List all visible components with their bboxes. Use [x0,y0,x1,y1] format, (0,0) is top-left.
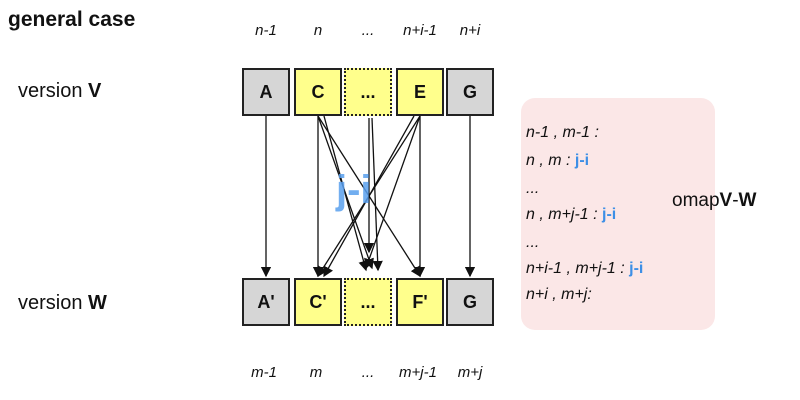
top-box-ellipsis: ... [344,68,392,116]
top-box-e: E [396,68,444,116]
version-v-prefix: version [18,80,89,102]
bottom-box-c-prime: C' [294,278,342,326]
panel-line-0: n-1 , m-1 : [526,124,599,141]
bottom-box-a-prime: A' [242,278,290,326]
top-index-4: n+i [459,22,481,39]
bottom-box-f-prime: F' [396,278,444,326]
panel-line-1: n , m : j-i [526,152,590,169]
top-index-1: n [313,22,323,39]
bottom-index-2: ... [361,364,375,381]
panel-line-3: n , m+j-1 : j-i [526,206,617,223]
arrow-e-2 [364,115,421,270]
omap-label: omapV-W [672,190,757,211]
panel-tag-5: j-i [629,260,644,277]
top-index-3: n+i-1 [403,22,437,39]
bottom-index-0: m-1 [251,364,277,381]
bottom-index-4: m+j [457,364,483,381]
top-box-g: G [446,68,494,116]
bottom-index-1: m [309,364,323,381]
version-w-label: version W [18,292,107,315]
arrow-c-4 [323,115,369,272]
omap-panel [521,98,715,330]
top-box-c: C [294,68,342,116]
top-box-a: A [242,68,290,116]
panel-tag-1: j-i [574,152,590,169]
center-label: j-i [336,168,372,212]
bottom-index-3: m+j-1 [399,364,437,381]
panel-line-6: n+i , m+j: [526,286,592,303]
bottom-box-g: G [446,278,494,326]
version-v-label: version V [18,80,101,103]
panel-line-5: n+i-1 , m+j-1 : j-i [526,260,644,277]
top-index-0: n-1 [255,22,277,39]
arrow-m-2 [371,117,383,272]
panel-line-4: ... [526,234,540,251]
arrow-e-4 [323,115,415,278]
panel-line-2: ... [526,180,540,197]
version-w-prefix: version [18,292,89,314]
top-index-2: ... [361,22,375,39]
panel-tag-3: j-i [602,206,617,223]
version-v-name: V [88,80,102,102]
version-w-name: W [88,292,107,314]
diagram-title: general case [8,8,136,31]
bottom-box-ellipsis: ... [344,278,392,326]
